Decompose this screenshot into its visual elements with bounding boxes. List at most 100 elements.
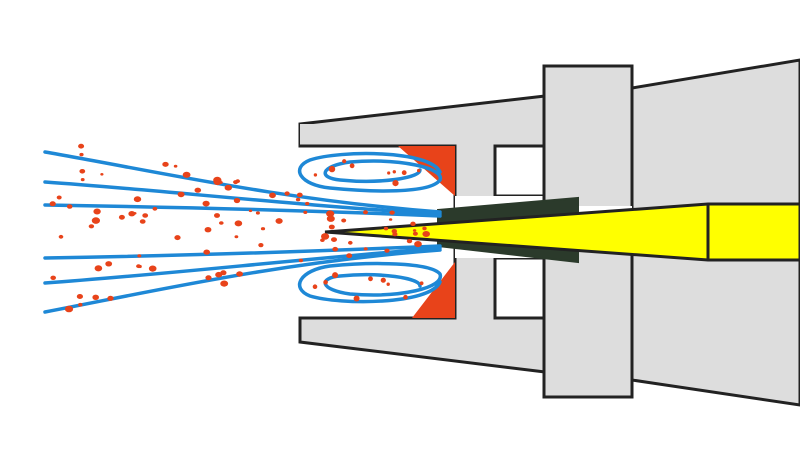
spray-particle xyxy=(50,275,56,280)
spray-particle xyxy=(202,200,210,207)
spray-particle xyxy=(182,171,191,178)
spray-particle xyxy=(224,184,232,191)
spray-particle xyxy=(93,208,101,215)
spray-particle xyxy=(346,253,353,259)
spray-particle xyxy=(363,210,368,215)
spray-particle xyxy=(424,233,429,237)
vortex-particle xyxy=(401,170,407,176)
vortex-particle xyxy=(403,294,408,300)
spray-particle xyxy=(91,217,100,224)
spray-particle xyxy=(177,191,185,198)
vortex-particle xyxy=(392,180,399,187)
spray-particle xyxy=(213,176,222,184)
spray-particle xyxy=(269,192,276,199)
spray-particle xyxy=(139,219,146,224)
spray-particle xyxy=(133,212,137,215)
spray-particle xyxy=(205,275,212,281)
spray-particle xyxy=(406,239,413,244)
spray-particle xyxy=(332,246,339,252)
vortex-particle xyxy=(353,295,360,302)
vortex-particle xyxy=(419,281,424,286)
flow-line-4 xyxy=(43,244,442,260)
spray-particle xyxy=(363,247,368,251)
spray-particle xyxy=(331,237,337,243)
spray-particle xyxy=(107,295,114,301)
spray-particle xyxy=(78,302,83,307)
spray-particle xyxy=(49,201,56,207)
vortex-particle xyxy=(368,276,373,282)
spray-particle xyxy=(204,227,212,233)
spray-particle xyxy=(388,218,393,221)
spray-particle xyxy=(136,264,141,269)
spray-particle xyxy=(58,234,64,239)
vortex-particle xyxy=(380,277,386,283)
spray-particle xyxy=(76,294,83,299)
flow-line-5 xyxy=(43,246,442,285)
spray-particle xyxy=(284,191,290,196)
vortex-particle xyxy=(332,272,339,279)
spray-particle xyxy=(94,265,103,272)
lower-channel xyxy=(493,256,547,320)
spray-particle xyxy=(66,204,73,209)
spray-particle xyxy=(326,210,335,217)
flow-line-3 xyxy=(43,203,442,218)
spray-particle xyxy=(128,211,136,217)
vortex-particle xyxy=(392,170,396,174)
spray-particle xyxy=(137,254,142,258)
spray-particle xyxy=(142,213,149,218)
spray-particle xyxy=(255,211,260,215)
recirculation-vortices xyxy=(297,151,442,304)
vortex-particle xyxy=(349,163,355,169)
spray-particle xyxy=(174,235,181,241)
spray-particle xyxy=(389,210,395,215)
spray-particle xyxy=(100,173,104,176)
spray-particle xyxy=(233,197,241,204)
spray-particle xyxy=(348,240,353,245)
spray-particle xyxy=(234,235,239,239)
spray-particle xyxy=(296,192,303,198)
spray-particle xyxy=(133,196,142,203)
spray-particle xyxy=(328,224,335,230)
spray-particle xyxy=(220,280,229,287)
spray-particle xyxy=(162,161,169,167)
vortex-particle xyxy=(323,280,328,285)
spray-particle xyxy=(326,215,335,222)
flow-line-1 xyxy=(43,150,442,214)
spray-particle xyxy=(303,210,308,214)
spray-particle xyxy=(414,241,422,248)
vortex-particle xyxy=(313,173,318,177)
spray-particle xyxy=(79,152,84,157)
vortex-lower xyxy=(297,261,442,304)
vortex-particle xyxy=(417,168,421,173)
spray-particle xyxy=(236,271,244,277)
spray-particle xyxy=(298,258,304,263)
spray-particle xyxy=(422,226,427,231)
spray-particle xyxy=(173,164,178,168)
spray-particle xyxy=(412,229,417,232)
vortex-upper xyxy=(297,151,442,193)
spray-particle xyxy=(248,209,253,213)
spray-particle xyxy=(321,233,330,240)
spray-particle xyxy=(234,220,243,227)
spray-particle xyxy=(203,249,210,255)
flow-line-6 xyxy=(43,248,442,314)
spray-particle xyxy=(80,178,85,182)
spray-particle xyxy=(64,305,74,313)
vortex-particle xyxy=(328,165,336,173)
spray-particle xyxy=(105,261,113,267)
spray-particle xyxy=(215,271,223,278)
spray-particle xyxy=(275,218,283,224)
spray-particle xyxy=(412,231,418,236)
upper-channel xyxy=(493,144,547,198)
vortex-particle xyxy=(386,282,390,286)
vortex-particle xyxy=(342,159,347,164)
spray-particle xyxy=(258,243,264,248)
spray-particle xyxy=(305,201,310,206)
spray-particle xyxy=(219,221,224,225)
spray-particle xyxy=(341,218,347,223)
vortex-particle xyxy=(387,171,391,175)
flow-line-2 xyxy=(43,180,442,216)
spray-particle xyxy=(148,265,157,272)
